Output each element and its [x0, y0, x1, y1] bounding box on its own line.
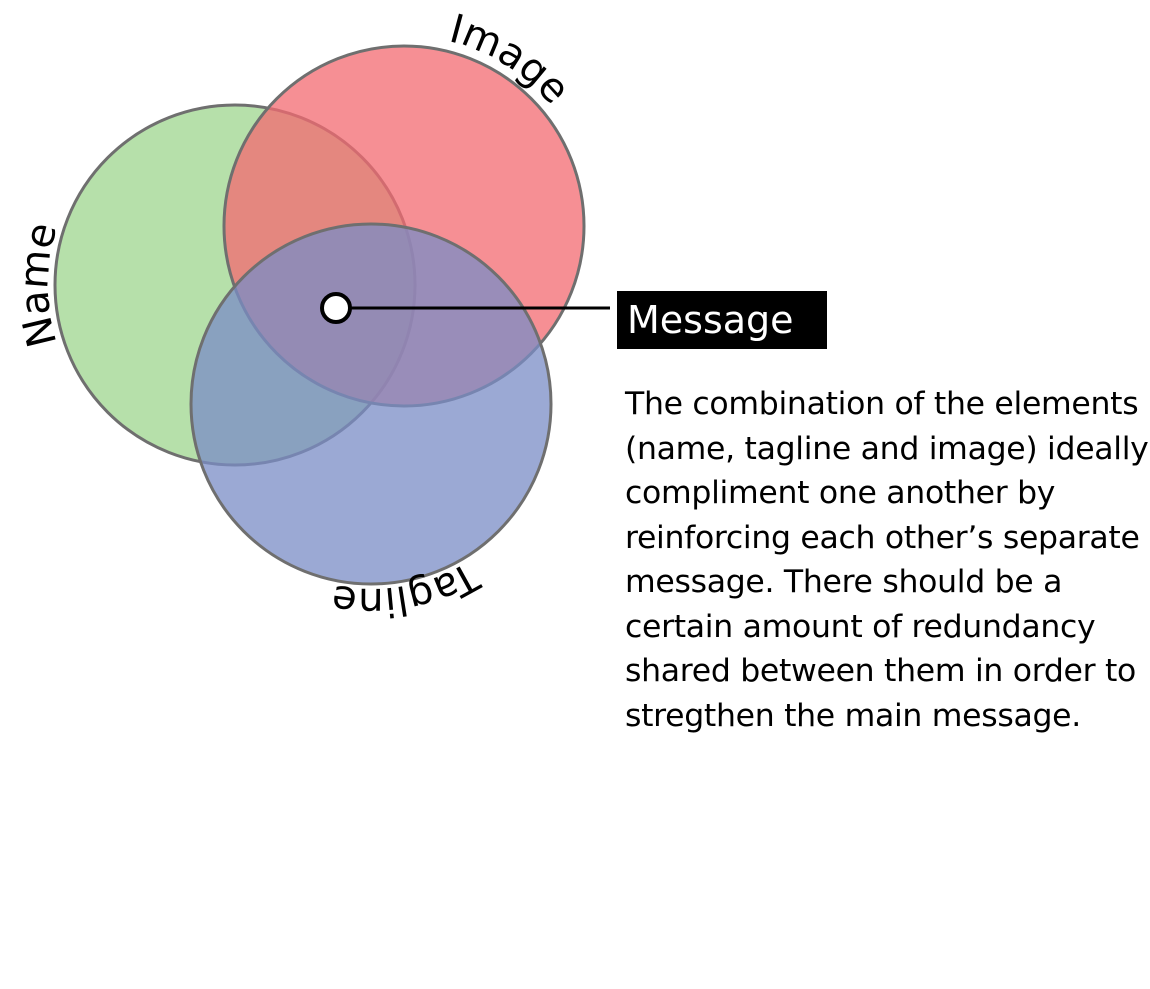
name-label: Name	[11, 218, 66, 352]
message-dot	[320, 292, 352, 324]
description-text: The combination of the elements (name, t…	[625, 386, 1149, 734]
tagline-circle	[189, 222, 553, 586]
message-label: Message	[617, 291, 827, 349]
